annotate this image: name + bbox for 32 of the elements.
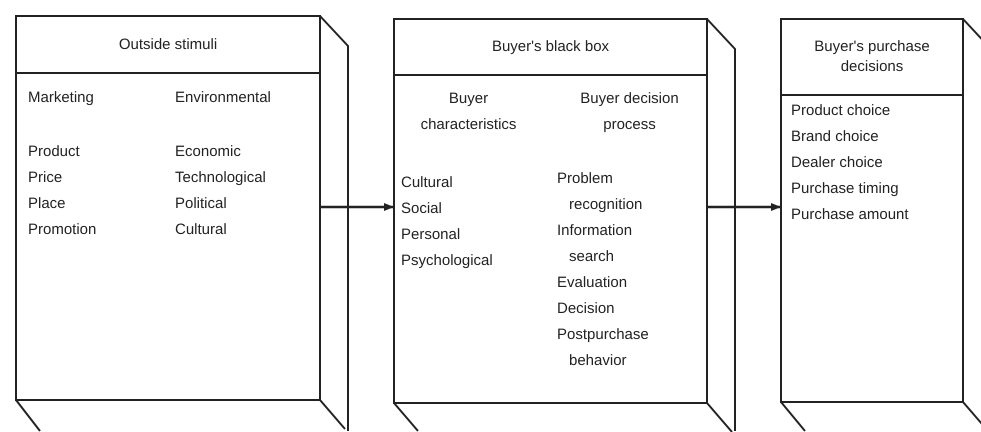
column-heading: Buyer characteristics [420,89,518,135]
list-item: Social [401,199,442,219]
list-item: Cultural [401,173,453,193]
list-item: Evaluation [557,273,628,293]
box-heading: Buyer's black box [492,37,610,57]
list-item: Promotion [28,220,96,240]
list-item: Postpurchase behavior [557,325,650,371]
list-item: Purchase timing [791,179,899,199]
arrow [321,203,394,211]
list-item: Product [28,142,80,162]
list-item: Environmental [175,88,271,108]
stage-box [15,15,321,401]
list-item: Marketing [28,88,94,108]
list-item: Technological [175,168,266,188]
list-item: Decision [557,299,616,319]
box-heading: Buyer's purchase decisions [813,37,931,77]
column-heading: Buyer decision process [579,89,680,135]
list-item: Personal [401,225,460,245]
list-item: Cultural [175,220,227,240]
arrow [708,203,781,211]
list-item: Brand choice [791,127,879,147]
list-item: Psychological [401,251,493,271]
list-item: Product choice [791,101,890,121]
list-item: Dealer choice [791,153,883,173]
list-item: Information search [557,221,634,267]
box-heading: Outside stimuli [118,34,218,54]
list-item: Purchase amount [791,205,909,225]
list-item: Price [28,168,62,188]
list-item: Place [28,194,66,214]
list-item: Political [175,194,227,214]
list-item: Economic [175,142,241,162]
list-item: Problem recognition [557,169,644,215]
